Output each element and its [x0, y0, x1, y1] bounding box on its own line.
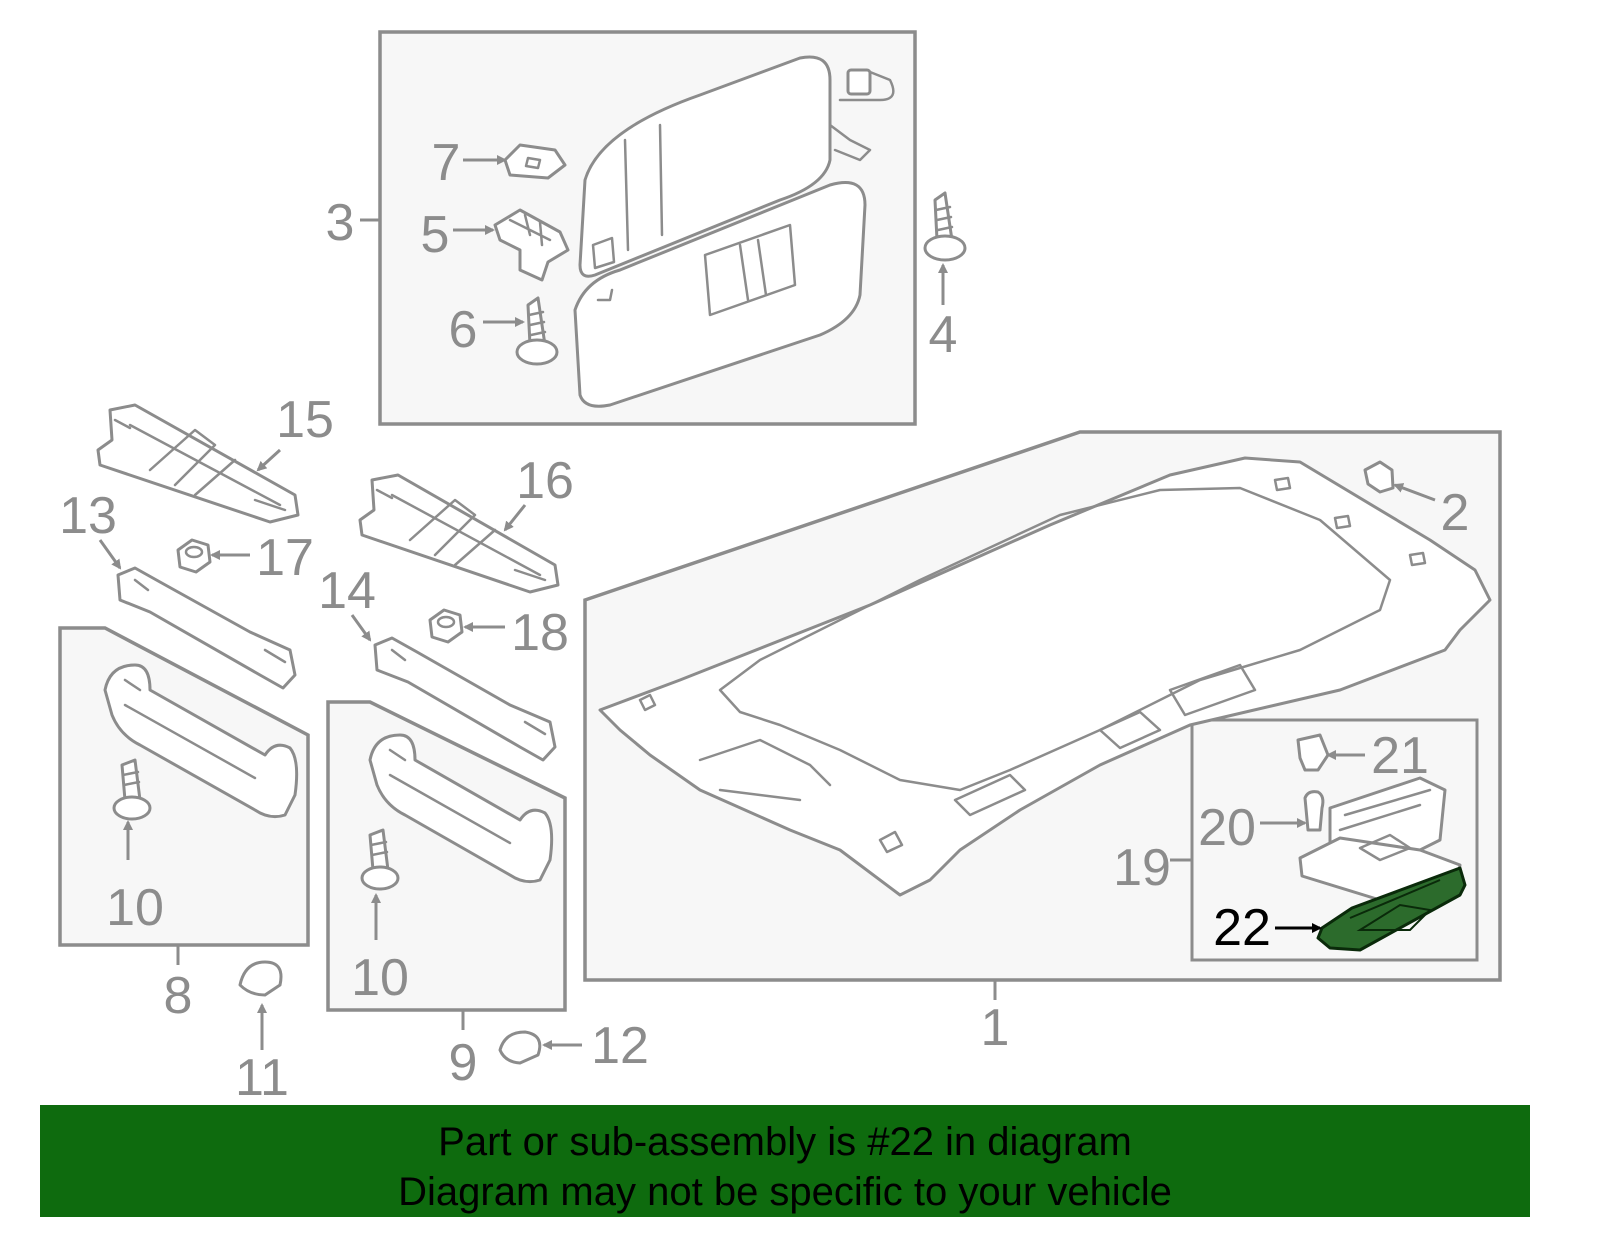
bracket-part-15 [96, 403, 300, 524]
bolt-part-10-right [360, 828, 400, 891]
callout-21: 21 [1371, 727, 1429, 785]
info-banner: Part or sub-assembly is #22 in diagram D… [40, 1105, 1530, 1217]
nut-part-18 [428, 608, 464, 644]
bulb-part-20 [1303, 790, 1325, 832]
callout-14: 14 [318, 562, 376, 620]
clip-part-2 [1363, 460, 1395, 494]
sun-visor-part [573, 55, 895, 408]
banner-line-2: Diagram may not be specific to your vehi… [398, 1170, 1172, 1214]
callout-7: 7 [432, 134, 461, 192]
callout-22: 22 [1213, 899, 1271, 957]
leader-lines [98, 155, 1436, 1050]
bracket-part-16 [358, 473, 560, 594]
callout-13: 13 [59, 487, 117, 545]
callout-19: 19 [1113, 839, 1171, 897]
callout-11: 11 [235, 1049, 289, 1107]
callout-9: 9 [449, 1034, 478, 1092]
callout-20: 20 [1198, 799, 1256, 857]
callout-5: 5 [421, 206, 450, 264]
cap-part-12 [498, 1030, 542, 1065]
screw-part-6 [515, 296, 559, 366]
screw-part-4 [923, 191, 967, 262]
callout-16: 16 [516, 452, 574, 510]
callout-10-left: 10 [106, 879, 164, 937]
banner-line-1: Part or sub-assembly is #22 in diagram [438, 1120, 1132, 1164]
cap-part-11 [238, 960, 283, 997]
callout-12: 12 [591, 1017, 649, 1075]
callout-10-right: 10 [351, 949, 409, 1007]
callout-4: 4 [929, 306, 958, 364]
bracket-part-14 [373, 636, 557, 762]
callout-6: 6 [449, 301, 478, 359]
nut-part-17 [176, 538, 212, 574]
lens-part-22 [1316, 866, 1467, 952]
callout-18: 18 [511, 604, 569, 662]
bolt-part-10-left [112, 758, 152, 821]
callout-3: 3 [326, 194, 355, 252]
callout-8: 8 [164, 967, 193, 1025]
grab-handle-left-part [103, 663, 299, 819]
callout-1: 1 [981, 999, 1010, 1057]
clip-part-7 [503, 143, 567, 180]
bracket-part-13 [116, 566, 297, 690]
grab-handle-right-part [368, 733, 554, 884]
callout-2: 2 [1441, 484, 1470, 542]
holder-part-5 [493, 208, 570, 282]
callout-15: 15 [276, 391, 334, 449]
headliner-part [598, 456, 1492, 897]
callout-17: 17 [256, 529, 314, 587]
clip-part-21 [1296, 733, 1330, 772]
